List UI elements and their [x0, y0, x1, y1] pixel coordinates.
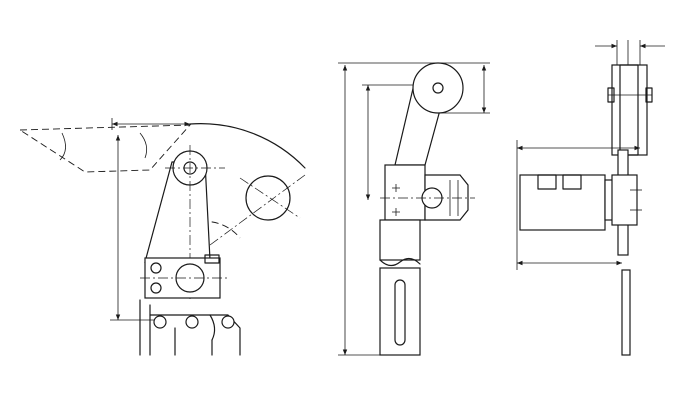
- end-roller: [619, 64, 639, 156]
- clamp-tab: [204, 254, 220, 264]
- axle-cap-r: [645, 87, 653, 103]
- shaft-break: [379, 257, 421, 267]
- roller-swung: [245, 175, 291, 221]
- side-clamp-jaw: [424, 174, 469, 221]
- end-clamp: [611, 174, 638, 226]
- end-view: [516, 40, 665, 356]
- sweep-arc: [189, 123, 306, 169]
- screw-2: [150, 282, 162, 294]
- base-hole-1: [153, 315, 167, 329]
- base-hole-2: [185, 315, 199, 329]
- base-hole-3: [221, 315, 235, 329]
- switch-body-notch-2: [562, 174, 582, 190]
- centerline-diag: [239, 177, 301, 219]
- clamp-screws: [392, 184, 400, 216]
- side-clamp: [384, 164, 426, 221]
- side-roller-hub: [432, 82, 444, 94]
- side-roller: [412, 62, 464, 114]
- shaft-upper: [379, 219, 421, 261]
- side-view: [338, 62, 490, 356]
- end-shaft: [621, 269, 631, 356]
- axle-cap-l: [607, 87, 615, 103]
- base-curve: [209, 314, 216, 341]
- front-view: [19, 118, 306, 356]
- screw-1: [150, 262, 162, 274]
- centerline-diag2: [209, 174, 306, 246]
- end-roller-frame: [611, 64, 648, 156]
- shaft-lower: [379, 267, 421, 356]
- swing-angle-arc-mid: [139, 132, 148, 159]
- swing-position-outline: [19, 124, 192, 173]
- shaft-slot: [394, 279, 406, 346]
- switch-body-notch-1: [537, 174, 557, 190]
- swing-angle-arc-left: [59, 132, 66, 161]
